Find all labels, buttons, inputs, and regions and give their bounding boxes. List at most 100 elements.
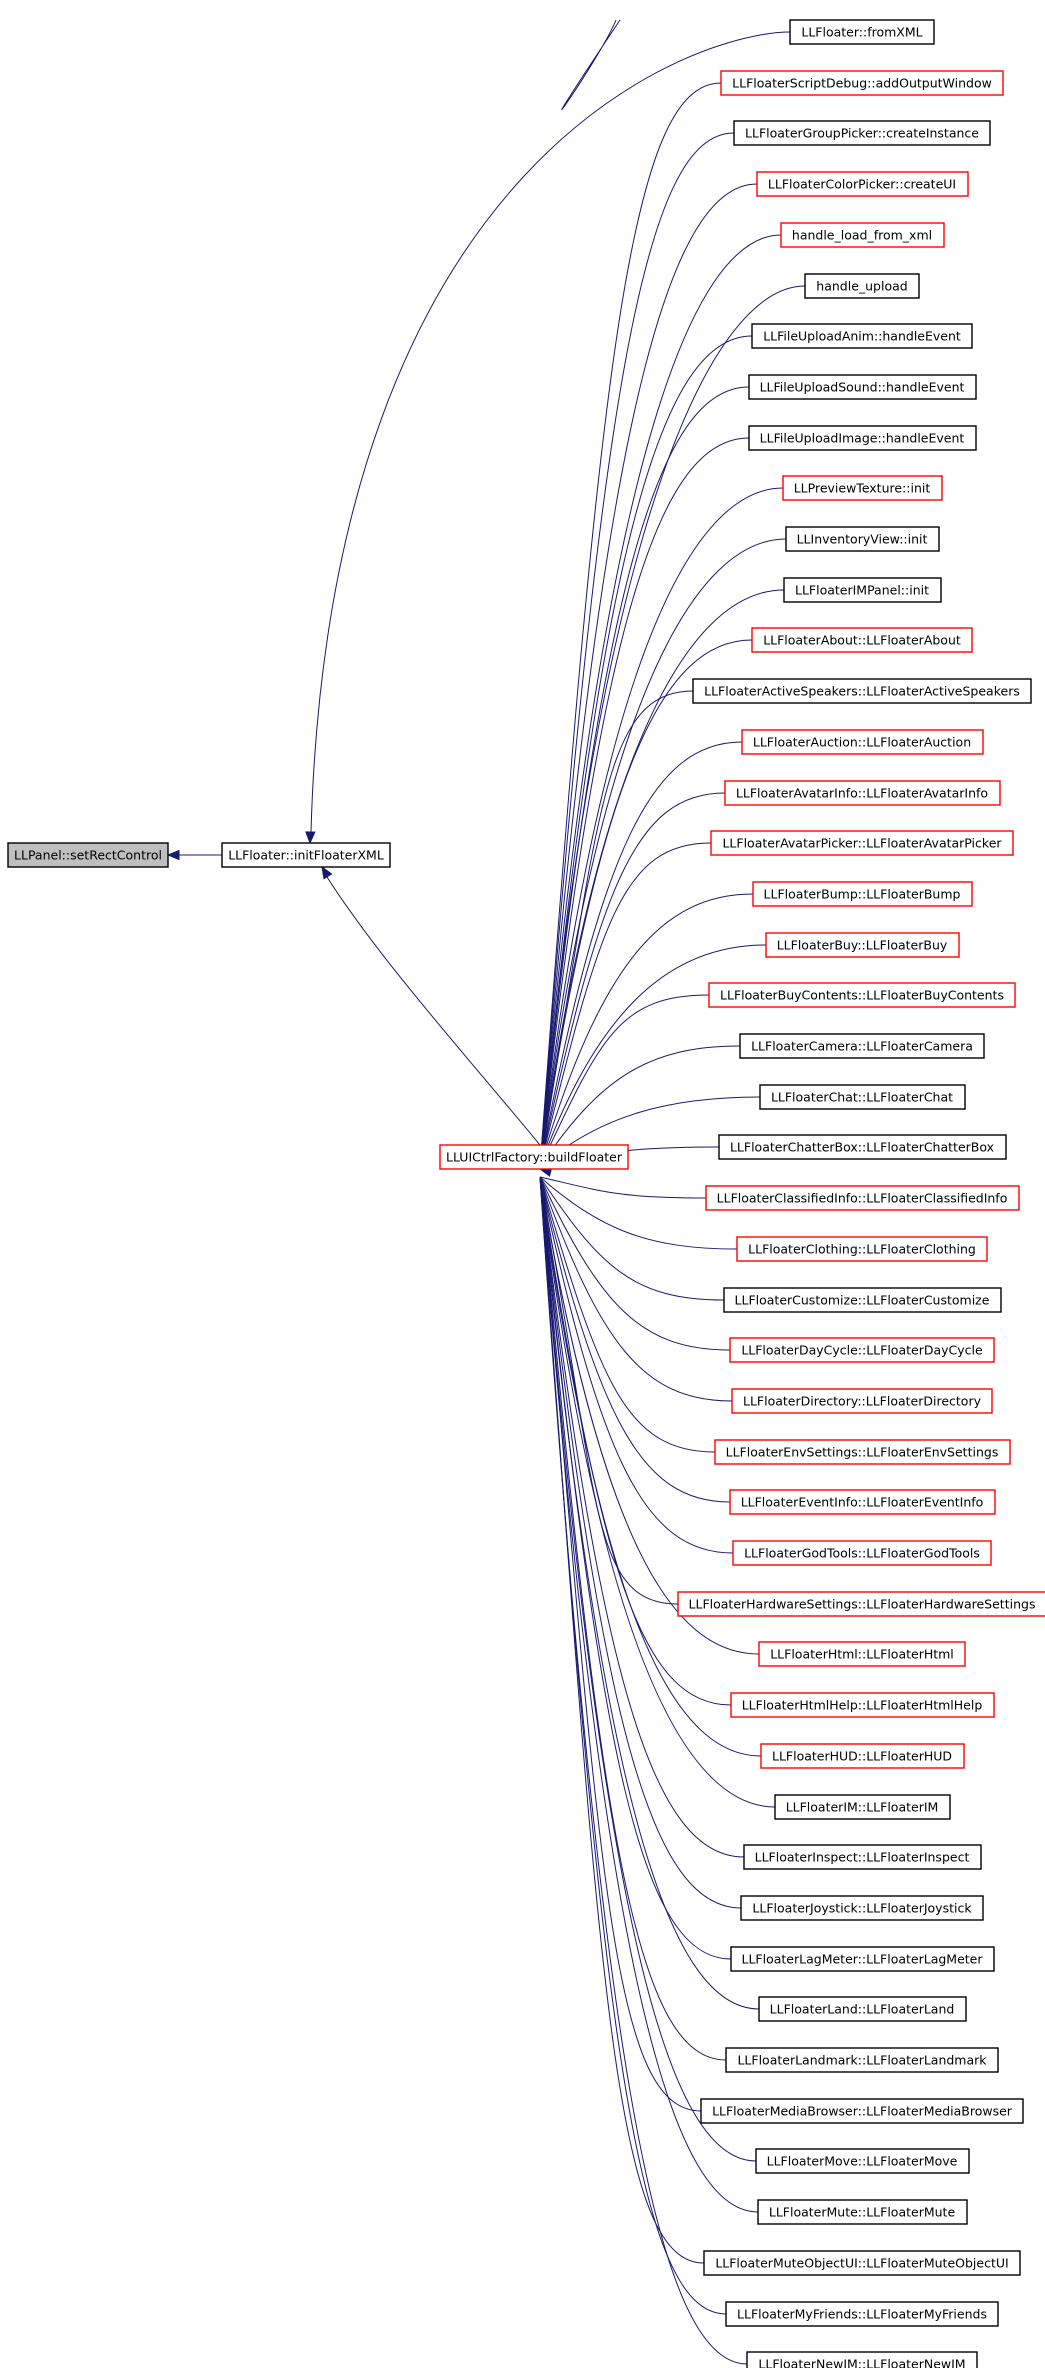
node-caller-llfloatermediabrowser-llfloatermediabrowser[interactable]: LLFloaterMediaBrowser::LLFloaterMediaBro…	[700, 2098, 1024, 2124]
node-caller-llfloatereventinfo-llfloatereventinfo[interactable]: LLFloaterEventInfo::LLFloaterEventInfo	[729, 1489, 996, 1515]
edge-caller-llfloaterdirectory-llfloaterdirectory	[539, 1176, 733, 1402]
node-label: LLFloaterGodTools::LLFloaterGodTools	[744, 1546, 980, 1561]
node-caller-llfloatermuteobjectui-llfloatermuteobjectui[interactable]: LLFloaterMuteObjectUI::LLFloaterMuteObje…	[703, 2250, 1021, 2276]
node-caller-llfloaterdaycycle-llfloaterdaycycle[interactable]: LLFloaterDayCycle::LLFloaterDayCycle	[729, 1337, 995, 1363]
node-caller-llfloatercamera-llfloatercamera[interactable]: LLFloaterCamera::LLFloaterCamera	[739, 1033, 985, 1059]
node-label: LLFloaterHardwareSettings::LLFloaterHard…	[689, 1597, 1036, 1612]
node-caller-llfloatergrouppicker-createinstance[interactable]: LLFloaterGroupPicker::createInstance	[733, 120, 991, 146]
edge-caller-llfloaterenvsettings-llfloaterenvsettings	[539, 1176, 716, 1453]
node-box	[692, 678, 1032, 704]
node-caller-llfloaterchat-llfloaterchat[interactable]: LLFloaterChat::LLFloaterChat	[759, 1084, 966, 1110]
node-caller-llfloaterland-llfloaterland[interactable]: LLFloaterLand::LLFloaterLand	[758, 1996, 967, 2022]
node-caller-llfloaterhardwaresettings-llfloaterhardwaresettings[interactable]: LLFloaterHardwareSettings::LLFloaterHard…	[677, 1591, 1045, 1617]
node-caller-llfloaterbuycontents-llfloaterbuycontents[interactable]: LLFloaterBuyContents::LLFloaterBuyConten…	[708, 982, 1016, 1008]
node-caller-llfileuploadsound-handleevent[interactable]: LLFileUploadSound::handleEvent	[748, 374, 977, 400]
node-caller-llfileuploadanim-handleevent[interactable]: LLFileUploadAnim::handleEvent	[751, 323, 973, 349]
node-caller-llfloatermove-llfloatermove[interactable]: LLFloaterMove::LLFloaterMove	[755, 2148, 970, 2174]
edge-caller-llfloaterland-llfloaterland	[539, 1176, 760, 2010]
edge-caller-llfloaterlandmark-llfloaterlandmark	[539, 1176, 727, 2061]
node-label: LLFloaterEventInfo::LLFloaterEventInfo	[741, 1495, 984, 1510]
node-caller-llfloateravatarinfo-llfloateravatarinfo[interactable]: LLFloaterAvatarInfo::LLFloaterAvatarInfo	[724, 780, 1001, 806]
node-caller-llfloaterlandmark-llfloaterlandmark[interactable]: LLFloaterLandmark::LLFloaterLandmark	[725, 2047, 999, 2073]
node-caller-llfileuploadimage-handleevent[interactable]: LLFileUploadImage::handleEvent	[748, 425, 977, 451]
edge-caller-llfileuploadanim-handleevent	[539, 335, 753, 1168]
node-caller-llfloaternewim-llfloaternewim[interactable]: LLFloaterNewIM::LLFloaterNewIM	[746, 2351, 978, 2368]
node-caller-llfloaterabout-llfloaterabout[interactable]: LLFloaterAbout::LLFloaterAbout	[751, 627, 973, 653]
node-caller-llfloaterjoystick-llfloaterjoystick[interactable]: LLFloaterJoystick::LLFloaterJoystick	[740, 1895, 984, 1921]
nodes-layer: LLPanel::setRectControl LLFloater::initF…	[7, 19, 1045, 2368]
edge-caller-llfileuploadimage-handleevent	[539, 437, 750, 1168]
node-label: LLFloaterEnvSettings::LLFloaterEnvSettin…	[726, 1445, 999, 1460]
node-caller-llfloaterimpanel-init[interactable]: LLFloaterIMPanel::init	[783, 577, 942, 603]
node-box	[755, 2148, 970, 2174]
node-caller-llfloaterauction-llfloaterauction[interactable]: LLFloaterAuction::LLFloaterAuction	[741, 729, 984, 755]
node-box	[723, 1287, 1002, 1313]
node-box	[758, 1641, 966, 1667]
node-label: LLFloaterJoystick::LLFloaterJoystick	[752, 1901, 972, 1916]
node-caller-llfloaterhud-llfloaterhud[interactable]: LLFloaterHUD::LLFloaterHUD	[760, 1743, 965, 1769]
node-caller-llfloaterscriptdebug-addoutputwindow[interactable]: LLFloaterScriptDebug::addOutputWindow	[720, 70, 1004, 96]
node-caller-llfloatermyfriends-llfloatermyfriends[interactable]: LLFloaterMyFriends::LLFloaterMyFriends	[725, 2301, 999, 2327]
node-caller-llfloatermute-llfloatermute[interactable]: LLFloaterMute::LLFloaterMute	[757, 2199, 968, 2225]
node-box	[732, 1540, 992, 1566]
node-box	[730, 1946, 995, 1972]
node-caller-llfloaterdirectory-llfloaterdirectory[interactable]: LLFloaterDirectory::LLFloaterDirectory	[731, 1388, 993, 1414]
node-label: LLFloaterIM::LLFloaterIM	[786, 1800, 939, 1815]
node-caller-llfloaterhtml-llfloaterhtml[interactable]: LLFloaterHtml::LLFloaterHtml	[758, 1641, 966, 1667]
node-caller-llfloaterhtmlhelp-llfloaterhtmlhelp[interactable]: LLFloaterHtmlHelp::LLFloaterHtmlHelp	[730, 1692, 995, 1718]
node-caller-handle-load-from-xml[interactable]: handle_load_from_xml	[780, 222, 945, 248]
edge-caller-llfloaternewim-llfloaternewim	[539, 1176, 748, 2365]
node-caller-llfloatercustomize-llfloatercustomize[interactable]: LLFloaterCustomize::LLFloaterCustomize	[723, 1287, 1002, 1313]
edge-caller-llfloaterbump-llfloaterbump	[539, 893, 754, 1168]
node-box	[724, 780, 1001, 806]
node-caller-llfloatergodtools-llfloatergodtools[interactable]: LLFloaterGodTools::LLFloaterGodTools	[732, 1540, 992, 1566]
node-caller-llfloaterchatterbox-llfloaterchatterbox[interactable]: LLFloaterChatterBox::LLFloaterChatterBox	[718, 1134, 1007, 1160]
node-caller-handle-upload[interactable]: handle_upload	[804, 273, 920, 299]
node-label: LLFloater::fromXML	[801, 25, 922, 40]
node-root[interactable]: LLPanel::setRectControl	[7, 842, 169, 868]
node-caller-llfloateravatarpicker-llfloateravatarpicker[interactable]: LLFloaterAvatarPicker::LLFloaterAvatarPi…	[710, 830, 1014, 856]
node-box	[703, 2250, 1021, 2276]
node-box	[748, 374, 977, 400]
node-build-floater[interactable]: LLUICtrlFactory::buildFloater	[439, 1144, 629, 1170]
node-caller-llfloaterlagmeter-llfloaterlagmeter[interactable]: LLFloaterLagMeter::LLFloaterLagMeter	[730, 1946, 995, 1972]
node-box	[751, 323, 973, 349]
node-caller-llfloaterbuy-llfloaterbuy[interactable]: LLFloaterBuy::LLFloaterBuy	[765, 932, 960, 958]
node-init-floater-xml[interactable]: LLFloater::initFloaterXML	[221, 842, 391, 868]
edge-caller-handle-upload	[539, 285, 806, 1168]
edge-caller-llfloaterhud-llfloaterhud	[539, 1176, 762, 1757]
node-box	[783, 577, 942, 603]
node-label: LLFloaterHtmlHelp::LLFloaterHtmlHelp	[742, 1698, 983, 1713]
arrowhead-init-from-build	[321, 865, 333, 880]
node-box	[710, 830, 1014, 856]
edge-caller-llfloaterim-llfloaterim	[539, 1176, 776, 1808]
node-caller-llfloaterenvsettings-llfloaterenvsettings[interactable]: LLFloaterEnvSettings::LLFloaterEnvSettin…	[714, 1439, 1011, 1465]
node-label: LLFloaterScriptDebug::addOutputWindow	[732, 76, 992, 91]
edge-caller-llfloaterauction-llfloaterauction	[539, 741, 743, 1168]
node-caller-llpreviewtexture-init[interactable]: LLPreviewTexture::init	[782, 475, 943, 501]
node-caller-llfloaterclassifiedinfo-llfloaterclassifiedinfo[interactable]: LLFloaterClassifiedInfo::LLFloaterClassi…	[705, 1185, 1020, 1211]
node-caller-llfloaterbump-llfloaterbump[interactable]: LLFloaterBump::LLFloaterBump	[752, 881, 973, 907]
node-caller-llfloaterinspect-llfloaterinspect[interactable]: LLFloaterInspect::LLFloaterInspect	[743, 1844, 982, 1870]
node-caller-llfloaterclothing-llfloaterclothing[interactable]: LLFloaterClothing::LLFloaterClothing	[736, 1236, 988, 1262]
node-caller-llfloateractivespeakers-llfloateractivespeakers[interactable]: LLFloaterActiveSpeakers::LLFloaterActive…	[692, 678, 1032, 704]
node-label: LLInventoryView::init	[797, 532, 928, 547]
node-caller-llfloater-fromxml[interactable]: LLFloater::fromXML	[789, 19, 935, 45]
edge-caller-llfloaterjoystick-llfloaterjoystick	[539, 1176, 742, 1909]
node-box	[718, 1134, 1007, 1160]
node-box	[758, 1996, 967, 2022]
node-box	[780, 222, 945, 248]
node-caller-llinventoryview-init[interactable]: LLInventoryView::init	[785, 526, 940, 552]
edge-caller-llfloaterbuy-llfloaterbuy	[539, 944, 767, 1168]
node-box	[729, 1337, 995, 1363]
edge-build-to-init	[326, 876, 541, 1146]
node-label: LLFloaterHtml::LLFloaterHtml	[770, 1647, 954, 1662]
node-box	[785, 526, 940, 552]
node-label: LLFileUploadSound::handleEvent	[760, 380, 965, 395]
node-caller-llfloaterim-llfloaterim[interactable]: LLFloaterIM::LLFloaterIM	[774, 1794, 951, 1820]
node-box	[739, 1033, 985, 1059]
node-label: LLFloaterChat::LLFloaterChat	[771, 1090, 953, 1105]
node-box	[700, 2098, 1024, 2124]
node-caller-llfloatercolorpicker-createui[interactable]: LLFloaterColorPicker::createUI	[756, 171, 969, 197]
